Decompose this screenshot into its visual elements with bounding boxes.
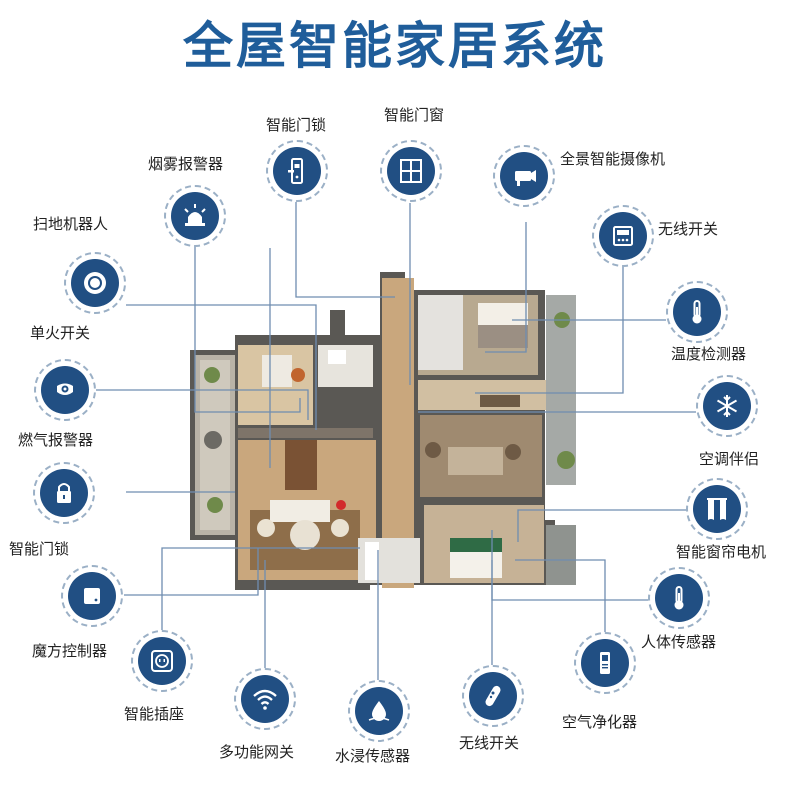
body-sensor-node[interactable] [648, 567, 710, 629]
smart-lock-top-label: 智能门锁 [266, 116, 327, 134]
smart-lock-left-node[interactable] [33, 462, 95, 524]
cube-controller-label: 魔方控制器 [32, 642, 108, 660]
wireless-switch-top-label: 无线开关 [658, 220, 719, 238]
page-title: 全屋智能家居系统 [183, 17, 607, 75]
smart-lock-top-node[interactable] [266, 140, 328, 202]
water-drop-icon [355, 687, 403, 735]
water-sensor-node[interactable] [348, 680, 410, 742]
smart-lock-left-label: 智能门锁 [9, 540, 70, 558]
water-sensor-label: 水浸传感器 [335, 747, 411, 765]
smart-socket-node[interactable] [131, 630, 193, 692]
wifi-icon [241, 675, 289, 723]
body-sensor-label: 人体传感器 [641, 633, 717, 651]
gas-alarm-label: 燃气报警器 [18, 431, 94, 449]
door-lock-icon [273, 147, 321, 195]
padlock-icon [40, 469, 88, 517]
temperature-detector-node[interactable] [666, 281, 728, 343]
curtain-motor-node[interactable] [686, 478, 748, 540]
gas-alarm-icon [41, 366, 89, 414]
smoke-alarm-label: 烟雾报警器 [148, 155, 224, 173]
cube-controller-icon [68, 572, 116, 620]
cube-controller-node[interactable] [61, 565, 123, 627]
snowflake-icon [703, 382, 751, 430]
smart-socket-label: 智能插座 [124, 705, 185, 723]
wireless-switch-panel-icon [599, 212, 647, 260]
body-sensor-thermometer-icon [655, 574, 703, 622]
gateway-label: 多功能网关 [219, 743, 295, 761]
air-purifier-icon [581, 639, 629, 687]
curtain-icon [693, 485, 741, 533]
thermometer-icon [673, 288, 721, 336]
alarm-light-icon [171, 192, 219, 240]
ac-companion-node[interactable] [696, 375, 758, 437]
remote-icon [469, 672, 517, 720]
socket-icon [138, 637, 186, 685]
camera-icon [500, 152, 548, 200]
smart-window-label: 智能门窗 [384, 106, 445, 124]
smart-window-node[interactable] [380, 140, 442, 202]
air-purifier-node[interactable] [574, 632, 636, 694]
ac-companion-label: 空调伴侣 [699, 450, 760, 468]
air-purifier-label: 空气净化器 [562, 713, 638, 731]
robot-vacuum-icon [71, 259, 119, 307]
wireless-switch-bottom-node[interactable] [462, 665, 524, 727]
smoke-alarm-node[interactable] [164, 185, 226, 247]
robot-vacuum-node[interactable] [64, 252, 126, 314]
wireless-switch-bottom-label: 无线开关 [459, 734, 520, 752]
camera-label: 全景智能摄像机 [560, 150, 666, 168]
window-icon [387, 147, 435, 195]
wireless-switch-top-node[interactable] [592, 205, 654, 267]
single-switch-label: 单火开关 [30, 324, 91, 342]
temperature-detector-label: 温度检测器 [671, 345, 747, 363]
curtain-motor-label: 智能窗帘电机 [676, 543, 767, 561]
camera-node[interactable] [493, 145, 555, 207]
gas-alarm-node[interactable] [34, 359, 96, 421]
robot-vacuum-label: 扫地机器人 [33, 215, 109, 233]
gateway-node[interactable] [234, 668, 296, 730]
